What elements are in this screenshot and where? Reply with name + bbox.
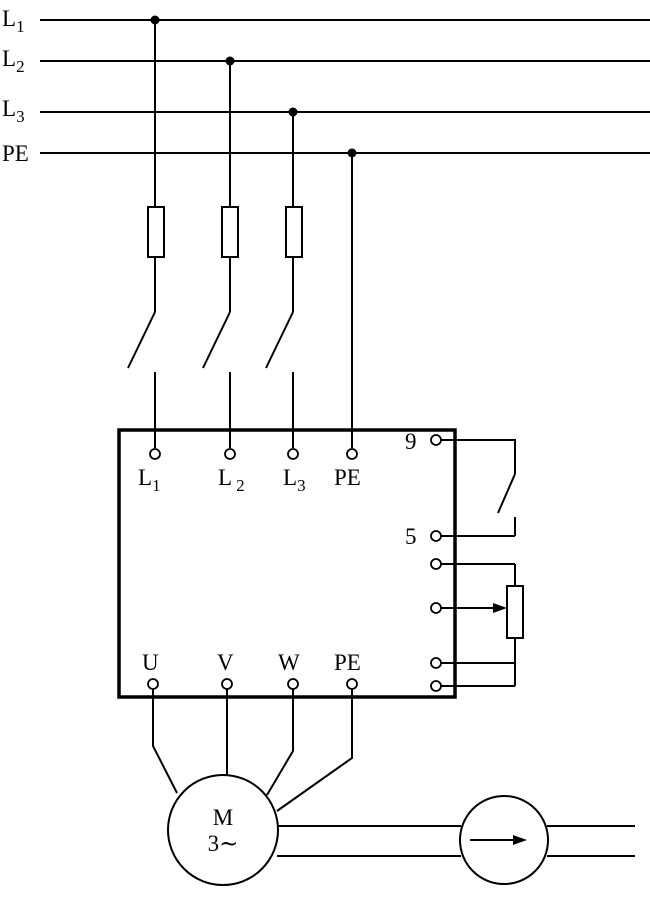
switch-blade — [202, 311, 231, 369]
motor-symbol: M — [213, 805, 233, 830]
terminal-l1 — [149, 448, 161, 460]
load — [459, 795, 549, 885]
potentiometer-body — [506, 585, 524, 639]
fuse — [147, 206, 165, 258]
supply-lines — [40, 19, 650, 154]
supply-label-pe: PE — [2, 141, 29, 166]
terminal-label-w: W — [278, 650, 300, 675]
supply-label-l3: L3 — [2, 96, 25, 126]
control-terminals: 9 5 — [405, 429, 442, 692]
terminal-l2 — [224, 448, 236, 460]
arrow-icon — [493, 603, 507, 613]
motor: M 3∼ — [167, 774, 279, 886]
terminal-u — [147, 678, 159, 690]
terminal-pe-in — [346, 448, 358, 460]
switch-blade — [497, 473, 516, 514]
terminal-9 — [430, 434, 442, 446]
control-terminal — [430, 558, 442, 570]
terminal-v — [221, 678, 233, 690]
load-circle — [459, 795, 549, 885]
fuse — [285, 206, 303, 258]
terminal-5 — [430, 530, 442, 542]
terminal-label-pe-out: PE — [334, 650, 361, 675]
terminal-pe-out — [346, 678, 358, 690]
phase-l3-branch — [265, 112, 303, 448]
motor-circle — [167, 774, 279, 886]
speed-potentiometer — [441, 563, 524, 687]
supply-label-l2: L2 — [2, 46, 25, 76]
start-switch — [441, 439, 516, 537]
arrow-icon — [513, 835, 527, 845]
terminal-label-u: U — [142, 650, 159, 675]
terminal-label-5: 5 — [405, 524, 417, 549]
control-terminal — [430, 602, 442, 614]
control-terminal — [430, 657, 442, 669]
terminal-l3 — [287, 448, 299, 460]
output-terminals: U V W PE — [142, 650, 361, 690]
supply-labels: L1 L2 L3 PE — [2, 6, 29, 166]
control-terminal — [430, 680, 442, 692]
motor-phases: 3∼ — [208, 831, 239, 856]
terminal-label-9: 9 — [405, 429, 417, 454]
terminal-label-l3: L3 — [283, 465, 306, 495]
motor-shaft — [277, 825, 635, 857]
terminal-label-v: V — [217, 650, 234, 675]
switch-blade — [127, 311, 156, 369]
phase-l2-branch — [202, 61, 239, 448]
junctions — [150, 15, 357, 158]
supply-label-l1: L1 — [2, 6, 25, 36]
switch-blade — [265, 311, 294, 369]
motor-leads — [152, 689, 353, 812]
fuse — [221, 206, 239, 258]
terminal-w — [287, 678, 299, 690]
terminal-label-l1: L1 — [138, 465, 161, 495]
terminal-label-pe-in: PE — [334, 465, 361, 490]
phase-l1-branch — [127, 20, 165, 448]
